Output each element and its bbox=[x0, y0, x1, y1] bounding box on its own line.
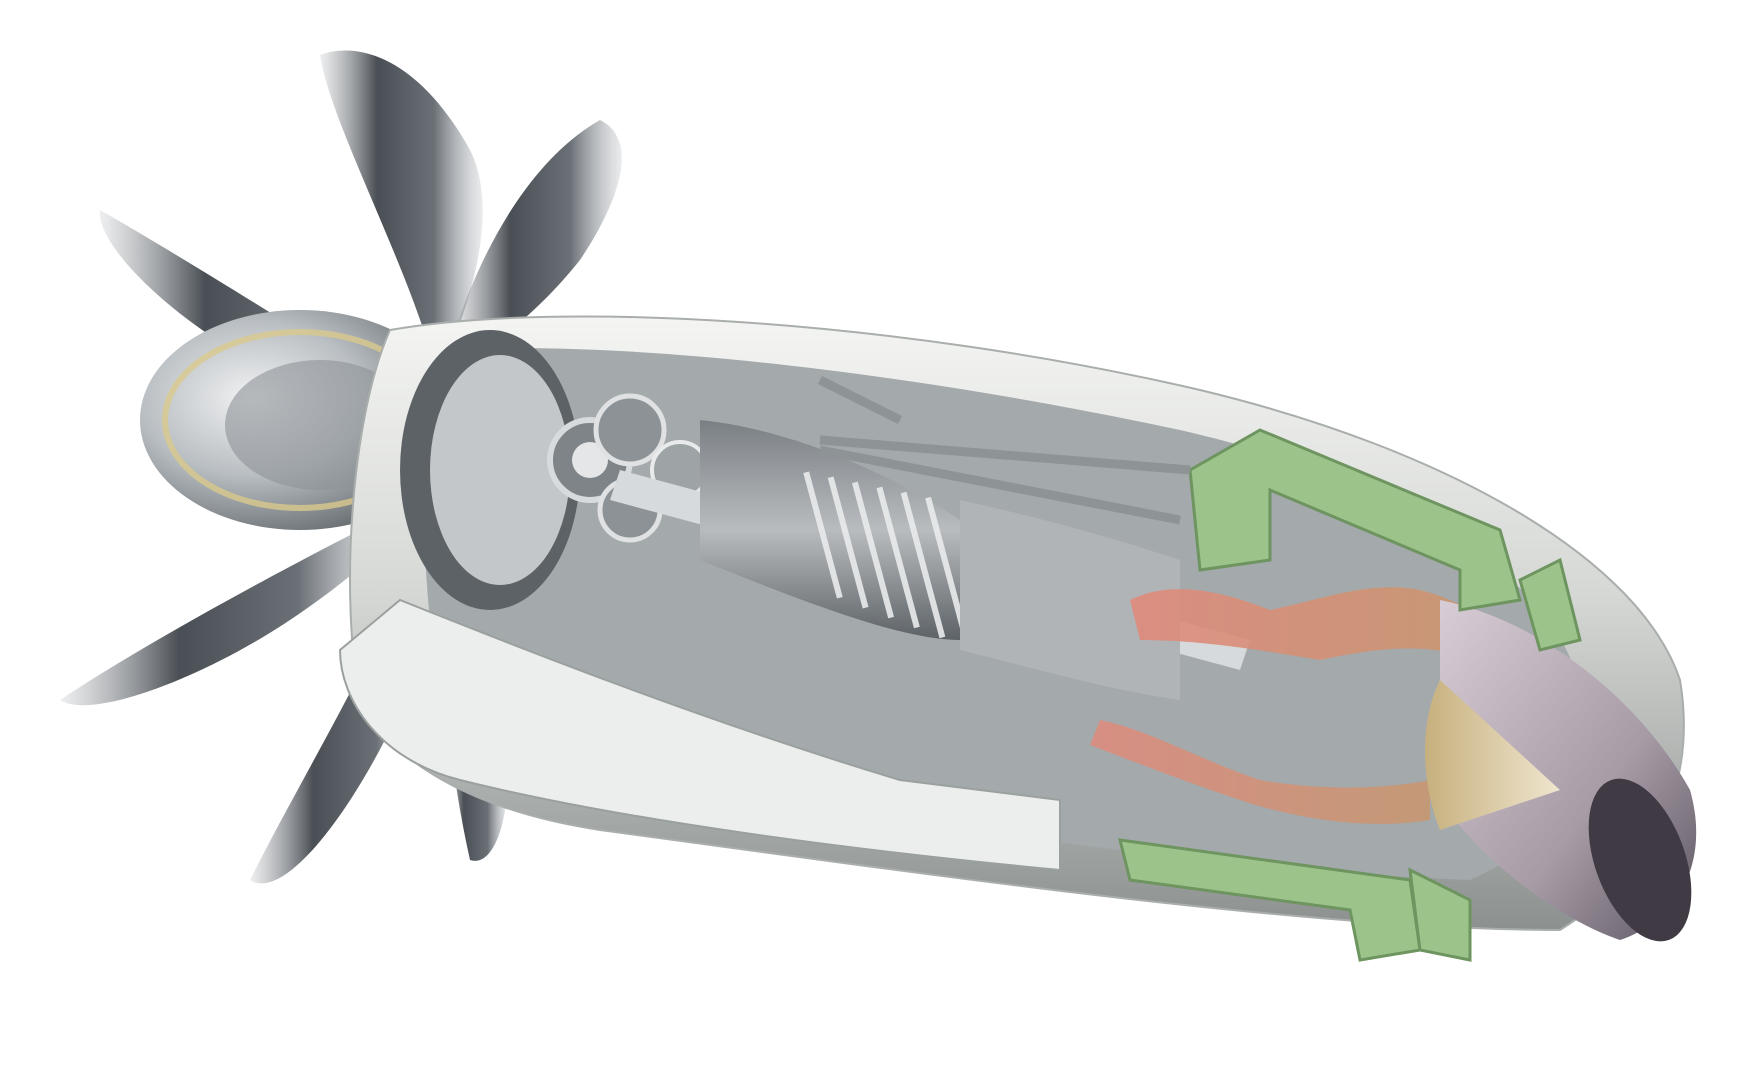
combustion-chamber bbox=[1090, 587, 1500, 824]
propeller-blade-lower-left bbox=[60, 520, 400, 706]
support-struts bbox=[817, 375, 1191, 525]
propeller-blade-upper-right bbox=[450, 120, 622, 360]
combustor-flame-upper bbox=[1130, 587, 1500, 660]
engine-core bbox=[610, 420, 1250, 700]
reduction-gearbox bbox=[400, 330, 710, 610]
lower-cowl-panel bbox=[338, 598, 1061, 872]
compressor-stages bbox=[803, 471, 972, 649]
engine-mount-frame bbox=[1118, 428, 1582, 962]
exhaust-section bbox=[1425, 600, 1697, 942]
combustor-flame-lower bbox=[1090, 720, 1430, 824]
mount-frame-rear bbox=[1408, 867, 1472, 962]
propeller-blade-upper bbox=[320, 50, 483, 350]
exhaust-tail-cone bbox=[1425, 680, 1560, 830]
mount-frame-upper bbox=[1188, 428, 1522, 612]
mount-frame-right bbox=[1518, 557, 1582, 652]
